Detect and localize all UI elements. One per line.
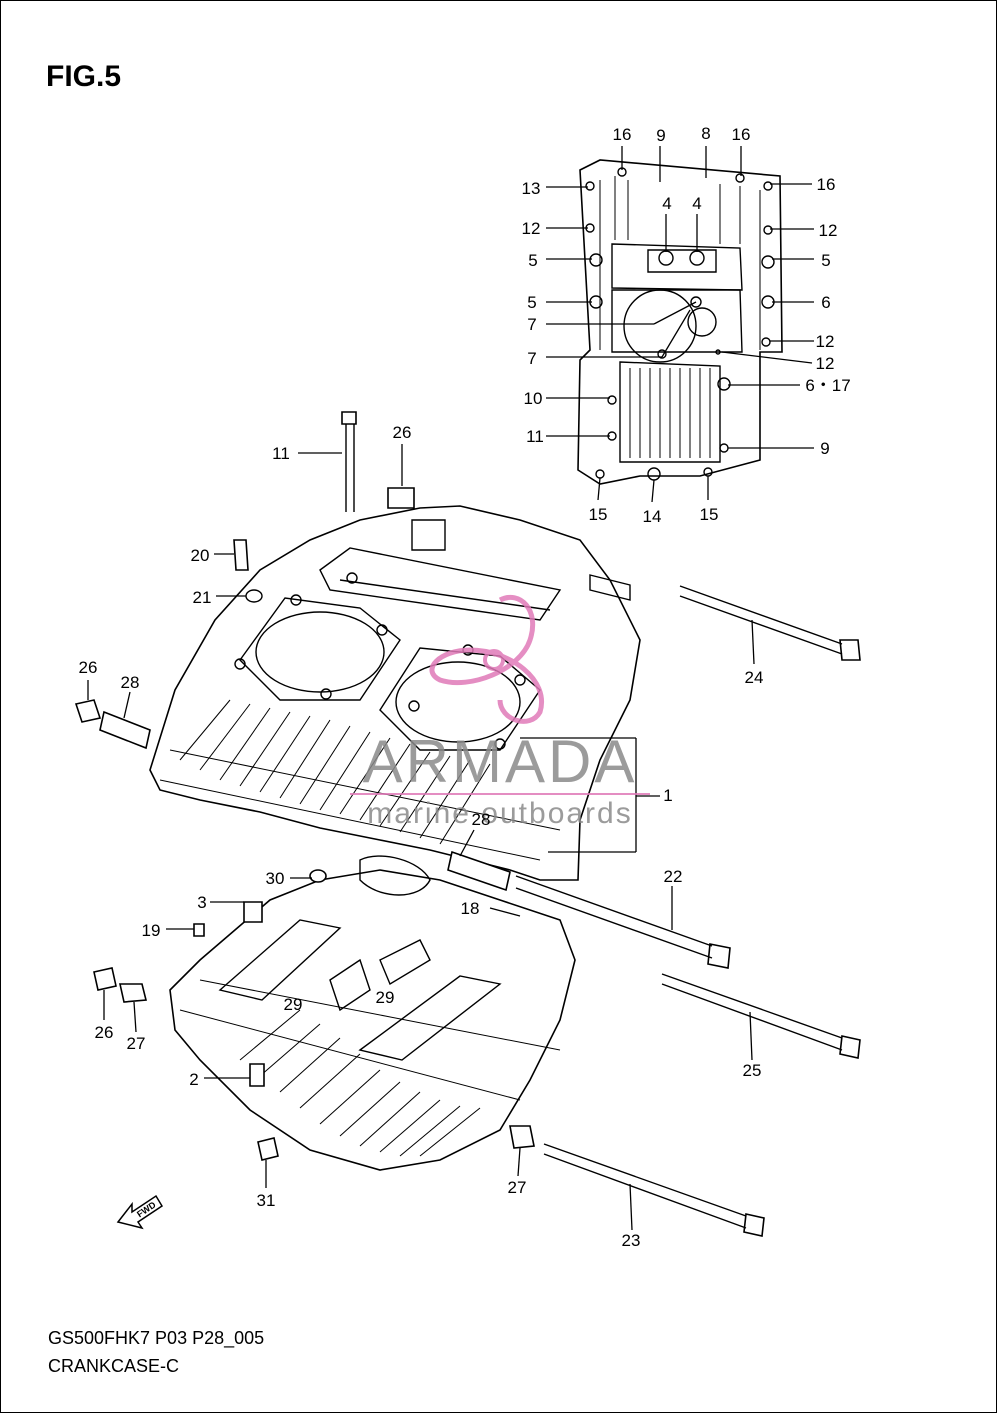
callout-27: 27 [508,1178,527,1197]
plug-27-right [509,1125,535,1149]
callout-16: 16 [817,175,836,194]
callout-8: 8 [701,124,710,143]
callout-11: 11 [272,444,290,463]
callout-15: 15 [700,505,719,524]
callout-15: 15 [589,505,608,524]
lower-crankcase [169,855,576,1171]
callout-29: 29 [284,995,303,1014]
callout-14: 14 [643,507,662,526]
callout-27: 27 [127,1034,146,1053]
plug-19 [193,923,205,937]
callout-26: 26 [393,423,412,442]
callout-2: 2 [189,1070,198,1089]
callout-31: 31 [257,1191,276,1210]
nut-26-top [387,487,415,509]
callout-11: 11 [526,427,544,446]
bolt-22-head [707,943,731,969]
callout-9: 9 [656,126,665,145]
callout-18: 18 [461,899,480,918]
callout-1: 1 [663,786,672,805]
callout-29: 29 [376,988,395,1007]
fitting-20 [233,539,249,571]
dowel-28-left [99,710,151,750]
callout-16: 16 [732,125,751,144]
figure-title: FIG.5 [46,60,122,93]
callout-23: 23 [622,1231,641,1250]
fwd-arrow-icon: FWD [116,1194,164,1230]
callout-5: 5 [527,293,536,312]
callout-28: 28 [472,810,491,829]
callout-12: 12 [816,354,835,373]
watermark-logo [429,594,544,724]
callout-5: 5 [528,251,537,270]
callout-26: 26 [95,1023,114,1042]
upper-crankcase-bolt-holes [234,572,526,750]
upper-crankcase-fins [159,699,561,861]
callout-12: 12 [816,332,835,351]
callout-25: 25 [743,1061,762,1080]
callout-12: 12 [522,219,541,238]
callout-21: 21 [193,588,212,607]
callout-12: 12 [819,221,838,240]
nut-26-left [74,699,102,723]
oil-pan-leaders [546,146,814,503]
loose-parts [74,411,861,1237]
callout-6: 6 [821,293,830,312]
bolt-24-head [839,639,861,661]
bolt-23-head [743,1213,765,1237]
callout-16: 16 [613,125,632,144]
callout-4: 4 [662,194,671,213]
lower-crankcase-fins [179,979,561,1157]
oil-pan-detail [546,146,814,503]
callout-24: 24 [745,668,764,687]
diagram-name: CRANKCASE-C [48,1356,180,1376]
callout-7: 7 [527,349,536,368]
callout-22: 22 [664,867,683,886]
plug-31 [257,1137,279,1161]
watermark-brand: ARMADA [363,728,638,795]
callout-labels: 16 9 8 16 13 16 4 4 12 12 5 5 5 6 7 12 7… [79,124,851,1250]
callout-3: 3 [197,893,206,912]
bolt-25-head [839,1035,861,1059]
bolt-11-head [341,411,357,425]
callout-7: 7 [527,315,536,334]
callout-13: 13 [522,179,541,198]
callout-28: 28 [121,673,140,692]
callout-9: 9 [820,439,829,458]
callout-26: 26 [79,658,98,677]
callout-5: 5 [821,251,830,270]
plug-27-left [119,983,148,1003]
callout-10: 10 [524,389,543,408]
screw-30 [309,869,327,883]
dowel-2 [249,1063,265,1087]
callout-20: 20 [191,546,210,565]
watermark-tagline: marine outboards [367,797,632,830]
diagram-code: GS500FHK7 P03 P28_005 [48,1328,265,1348]
callout-6-17: 6・17 [805,376,850,395]
dowel-3 [243,901,263,923]
callout-19: 19 [142,921,161,940]
nut-26-lower [93,967,117,991]
callout-4: 4 [692,194,701,213]
callout-30: 30 [266,869,285,888]
dowel-28-mid [447,850,511,892]
